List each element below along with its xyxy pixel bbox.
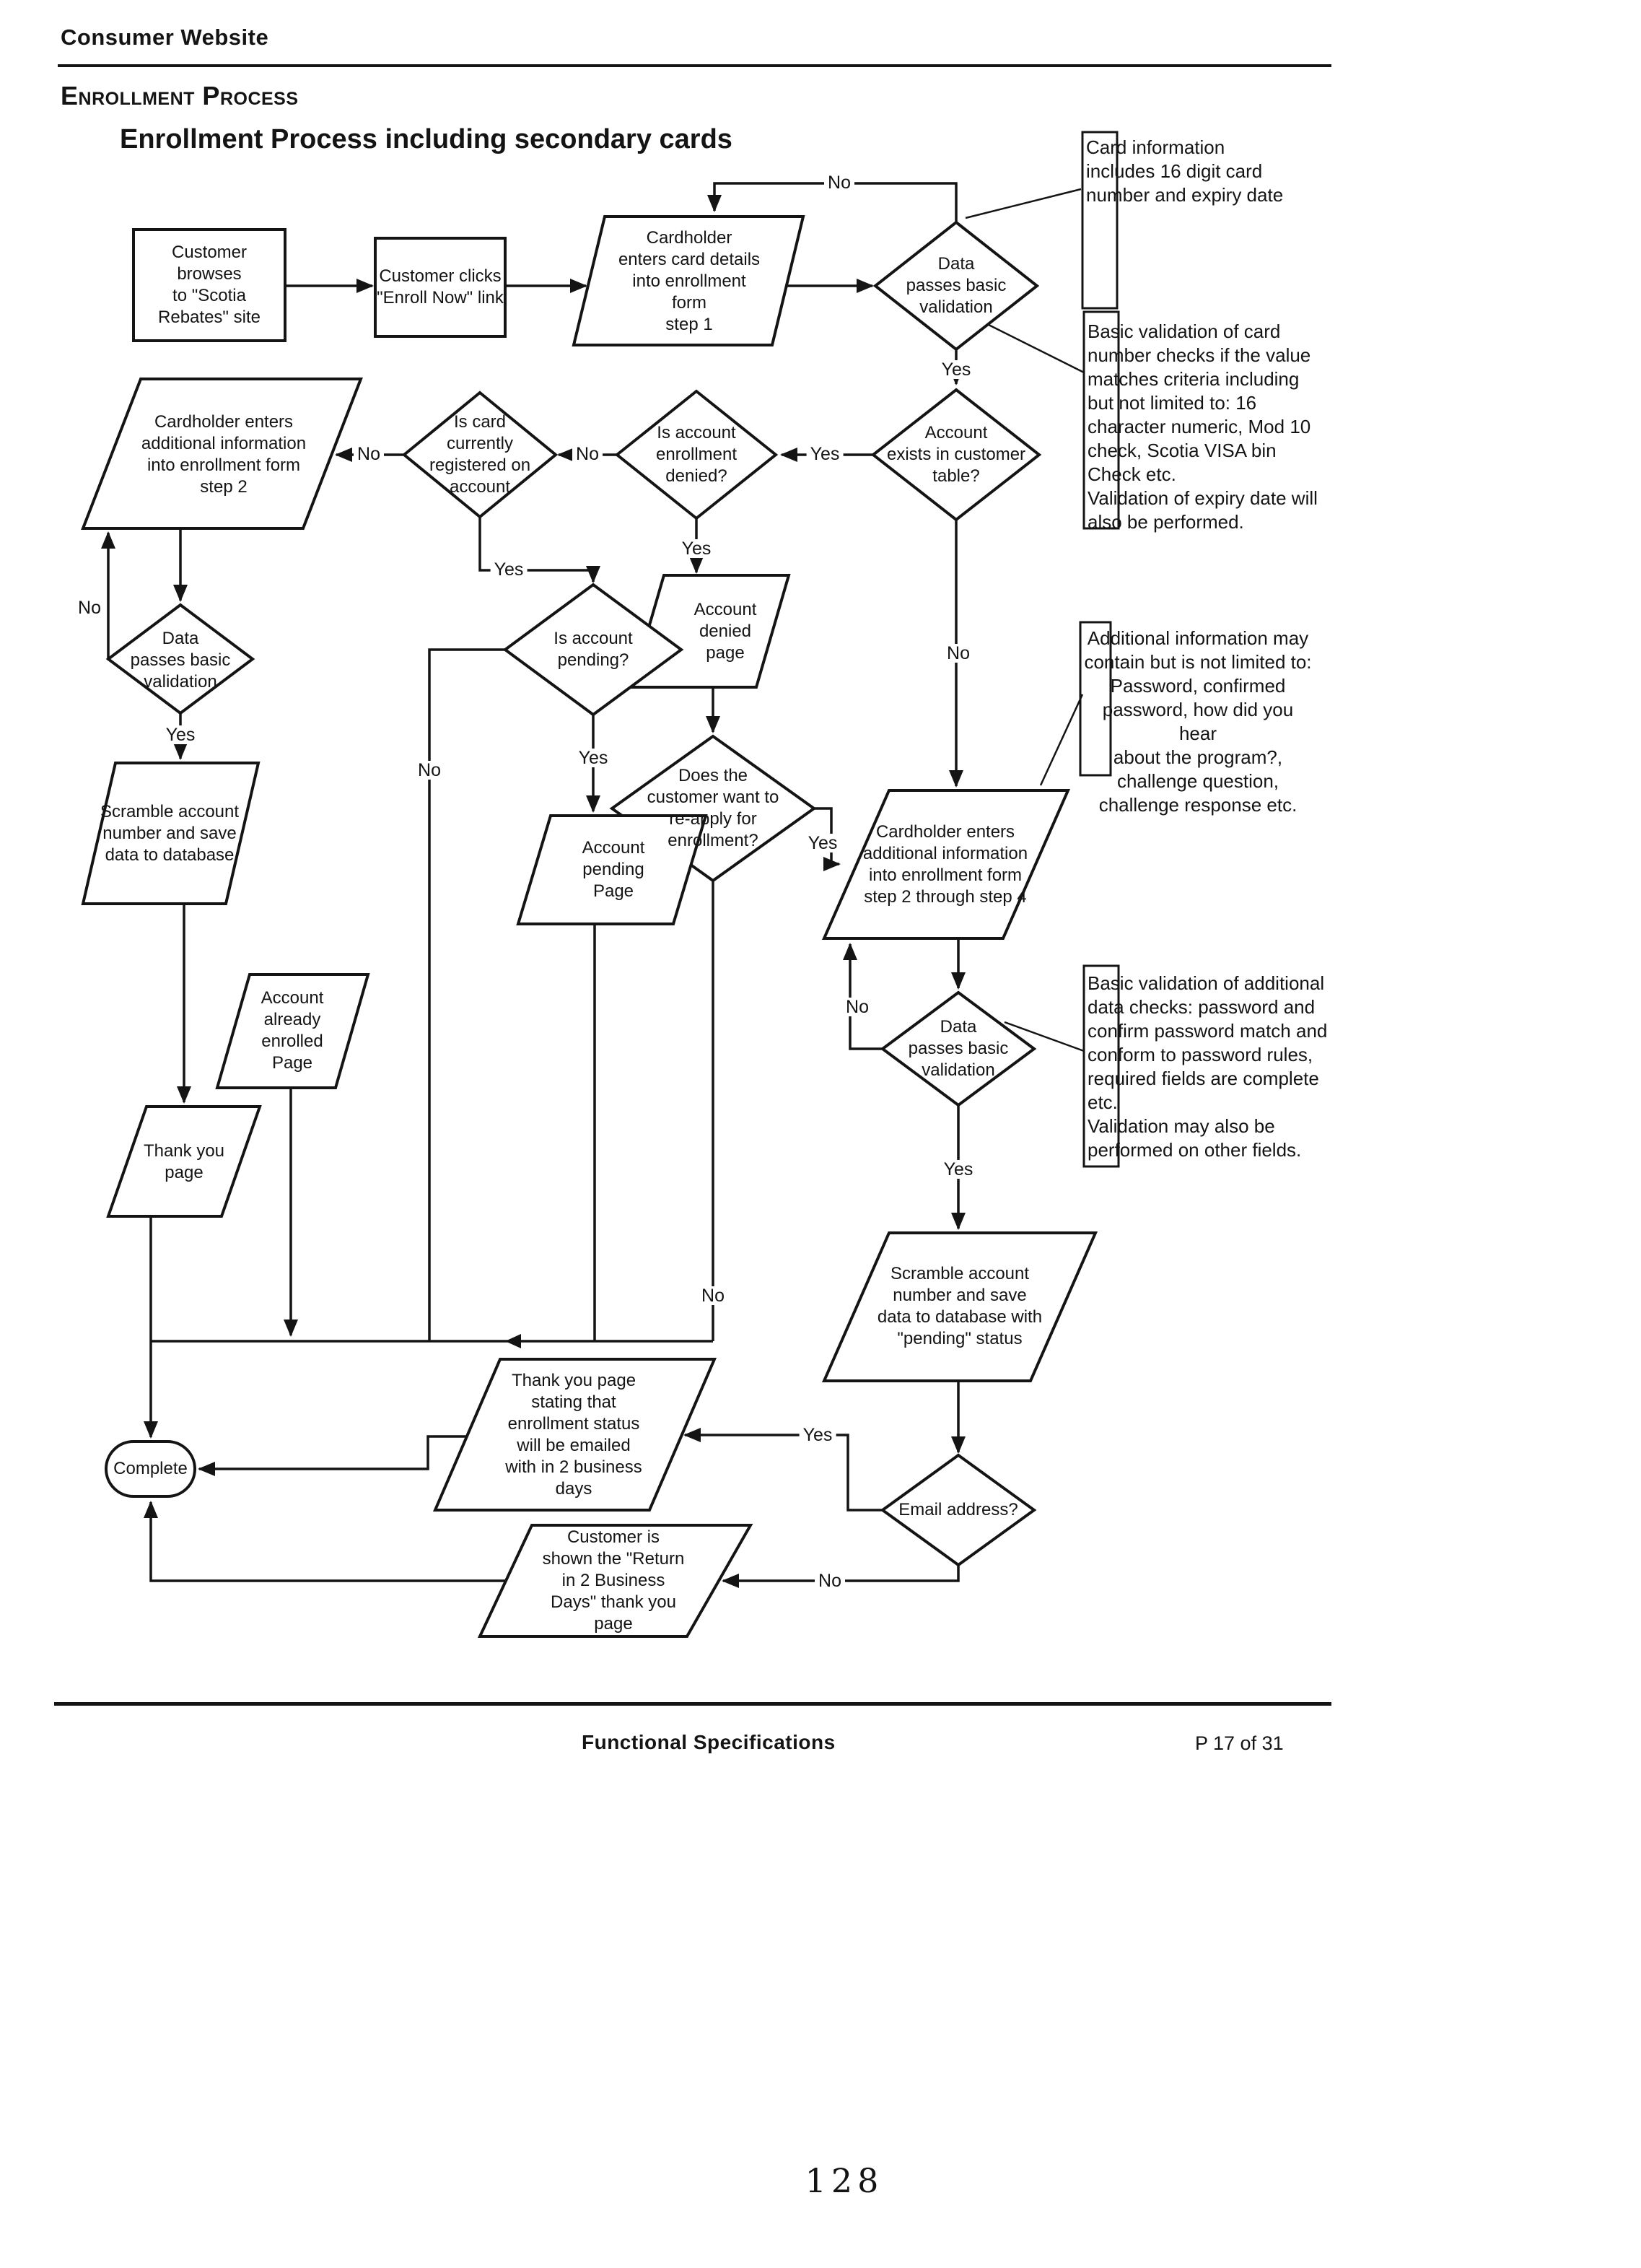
- node-label-enter-card-details: Cardholder enters card details into enro…: [613, 238, 765, 325]
- edge-email-yes: [685, 1435, 883, 1510]
- edge-label-yes-validate1: Yes: [938, 360, 975, 379]
- edge-label-no-validate2: No: [78, 598, 101, 617]
- footer-rule: [54, 1702, 1331, 1706]
- node-label-validate2: Data passes basic validation: [101, 617, 260, 704]
- edge-label-no-registered: No: [354, 445, 384, 463]
- node-label-validate1: Data passes basic validation: [888, 245, 1025, 326]
- merge-left-arrowhead: [505, 1334, 521, 1348]
- annotation-card-info: Card information includes 16 digit card …: [1086, 136, 1324, 207]
- edge-label-yes-reapply: Yes: [805, 834, 841, 852]
- edge-label-no-account-exists: No: [943, 644, 973, 663]
- edge-label-no-pending: No: [414, 761, 445, 780]
- annotation-basic-validation-additional: Basic validation of additional data chec…: [1088, 972, 1347, 1162]
- annotation-additional-info: Additional information may contain but i…: [1082, 627, 1313, 817]
- leader-card-info: [966, 189, 1081, 218]
- node-label-email-address: Email address?: [890, 1487, 1027, 1533]
- node-label-customer-clicks: Customer clicks "Enroll Now" link: [377, 249, 504, 325]
- leader-additional-info: [1041, 694, 1082, 785]
- edge-label-yes-validate3: Yes: [940, 1160, 977, 1179]
- edge-label-no-validate1: No: [824, 173, 854, 192]
- node-label-account-exists: Account exists in customer table?: [877, 408, 1036, 502]
- node-label-enter-info-step2-4: Cardholder enters additional information…: [837, 805, 1054, 924]
- node-label-scramble-save: Scramble account number and save data to…: [87, 794, 253, 873]
- edge-emailpage-to-complete: [199, 1436, 467, 1469]
- node-label-account-pending-page: Account pending Page: [534, 826, 693, 913]
- edge-label-yes-registered: Yes: [491, 560, 528, 579]
- annotation-basic-validation-card: Basic validation of card number checks i…: [1088, 320, 1340, 534]
- node-label-thank-you-page: Thank you page: [108, 1130, 260, 1195]
- node-label-scramble-save-pending: Scramble account number and save data to…: [852, 1256, 1068, 1357]
- edge-label-no-denied: No: [572, 445, 603, 463]
- edge-label-yes-account-exists: Yes: [807, 445, 844, 463]
- node-label-enter-info-step2: Cardholder enters additional information…: [115, 401, 332, 509]
- footer-page-ref: P 17 of 31: [1195, 1732, 1284, 1755]
- edge-label-no-validate3: No: [842, 998, 872, 1016]
- edge-pending-no: [429, 650, 505, 1341]
- edge-label-yes-pending: Yes: [575, 749, 612, 767]
- page-number: 128: [794, 2161, 895, 2200]
- edge-label-no-email: No: [815, 1571, 845, 1590]
- edge-label-yes-denied: Yes: [678, 539, 715, 558]
- node-label-card-registered: Is card currently registered on account: [411, 401, 548, 509]
- edge-label-yes-validate2: Yes: [162, 725, 199, 744]
- node-label-validate3: Data passes basic validation: [883, 1007, 1034, 1090]
- node-label-account-denied-page: Account denied page: [657, 588, 794, 675]
- edge-label-yes-email: Yes: [800, 1426, 836, 1444]
- node-label-enrollment-denied: Is account enrollment denied?: [628, 408, 765, 502]
- node-label-return-2days-page: Customer is shown the "Return in 2 Busin…: [509, 1532, 718, 1630]
- node-label-account-already-enrolled-page: Account already enrolled Page: [224, 982, 361, 1079]
- edge-returnpage-to-complete: [151, 1502, 506, 1581]
- leader-basic-validation-card: [980, 320, 1084, 372]
- node-label-thank-you-email-page: Thank you page stating that enrollment s…: [462, 1371, 686, 1498]
- edge-label-no-reapply: No: [698, 1286, 728, 1305]
- node-label-complete: Complete: [106, 1454, 195, 1483]
- footer-doc-title: Functional Specifications: [582, 1731, 836, 1754]
- node-label-customer-browses: Customer browses to "Scotia Rebates" sit…: [137, 238, 281, 332]
- node-label-account-pending: Is account pending?: [521, 610, 665, 689]
